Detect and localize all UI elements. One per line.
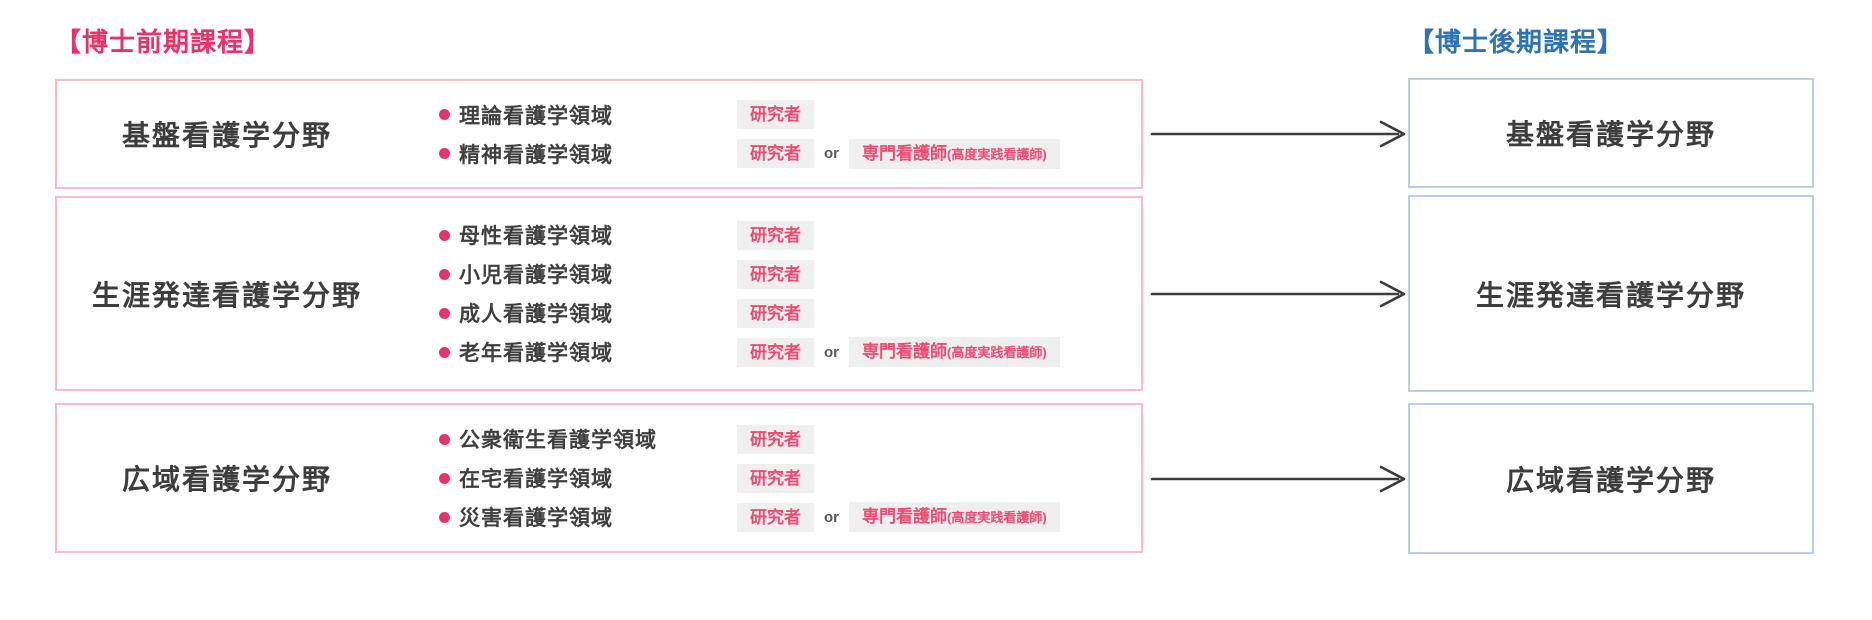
or-label: or — [824, 508, 839, 526]
doctoral-field-box-lifespan: 生涯発達看護学分野 — [1408, 195, 1814, 392]
research-area-label: 成人看護学領域 — [459, 303, 613, 326]
researcher-badge: 研究者 — [737, 337, 814, 367]
bullet-dot-icon — [439, 229, 450, 241]
researcher-badge: 研究者 — [737, 424, 814, 454]
research-area-item: 精神看護学領域 研究者 or 専門看護師(高度実践看護師) — [439, 138, 1060, 169]
masters-field-box-community: 広域看護学分野 公衆衛生看護学領域 研究者 在宅看護学領域 研究者 災害看護学領… — [55, 403, 1143, 553]
researcher-badge: 研究者 — [737, 502, 814, 532]
bullet-dot-icon — [439, 307, 450, 319]
cns-badge-main: 専門看護師 — [862, 342, 947, 361]
flow-arrow-icon — [1150, 280, 1406, 308]
masters-field-box-lifespan: 生涯発達看護学分野 母性看護学領域 研究者 小児看護学領域 研究者 成人看護学領… — [55, 196, 1143, 391]
researcher-badge: 研究者 — [737, 139, 814, 168]
cns-badge: 専門看護師(高度実践看護師) — [849, 138, 1060, 169]
doctoral-field-box-foundation: 基盤看護学分野 — [1408, 78, 1814, 188]
cns-badge-sub: (高度実践看護師) — [947, 146, 1047, 162]
researcher-badge: 研究者 — [737, 259, 814, 289]
doctoral-field-box-community: 広域看護学分野 — [1408, 403, 1814, 554]
doctoral-program-heading: 【博士後期課程】 — [1408, 27, 1625, 57]
research-area-list: 母性看護学領域 研究者 小児看護学領域 研究者 成人看護学領域 研究者 老年看護… — [439, 220, 1060, 367]
field-name: 生涯発達看護学分野 — [91, 279, 362, 311]
bullet-dot-icon — [439, 268, 450, 280]
research-area-item: 母性看護学領域 研究者 — [439, 220, 1060, 250]
research-area-label: 小児看護学領域 — [459, 264, 613, 287]
research-area-list: 理論看護学領域 研究者 精神看護学領域 研究者 or 専門看護師(高度実践看護師… — [439, 100, 1060, 169]
bullet-dot-icon — [439, 433, 450, 445]
researcher-badge: 研究者 — [737, 100, 814, 129]
research-area-label: 精神看護学領域 — [459, 143, 613, 167]
masters-program-heading: 【博士前期課程】 — [55, 27, 272, 57]
field-name: 基盤看護学分野 — [1505, 119, 1716, 150]
research-area-label: 在宅看護学領域 — [459, 468, 613, 491]
research-area-list: 公衆衛生看護学領域 研究者 在宅看護学領域 研究者 災害看護学領域 研究者 or… — [439, 424, 1060, 532]
cns-badge: 専門看護師(高度実践看護師) — [849, 337, 1060, 367]
cns-badge-main: 専門看護師 — [862, 143, 947, 163]
flow-arrow-icon — [1150, 120, 1406, 148]
research-area-label: 母性看護学領域 — [459, 225, 613, 248]
cns-badge-sub: (高度実践看護師) — [947, 345, 1047, 360]
cns-badge: 専門看護師(高度実践看護師) — [849, 502, 1060, 532]
bullet-dot-icon — [439, 346, 450, 358]
research-area-item: 在宅看護学領域 研究者 — [439, 463, 1060, 493]
research-area-item: 小児看護学領域 研究者 — [439, 259, 1060, 289]
research-area-item: 老年看護学領域 研究者 or 専門看護師(高度実践看護師) — [439, 337, 1060, 367]
researcher-badge: 研究者 — [737, 463, 814, 493]
cns-badge-sub: (高度実践看護師) — [947, 510, 1047, 525]
researcher-badge: 研究者 — [737, 298, 814, 328]
research-area-item: 理論看護学領域 研究者 — [439, 100, 1060, 130]
flow-arrow-icon — [1150, 465, 1406, 493]
research-area-label: 公衆衛生看護学領域 — [459, 429, 657, 452]
bullet-dot-icon — [439, 109, 450, 120]
research-area-label: 老年看護学領域 — [459, 342, 613, 365]
field-name: 広域看護学分野 — [1505, 464, 1716, 496]
research-area-label: 災害看護学領域 — [459, 507, 613, 530]
research-area-item: 公衆衛生看護学領域 研究者 — [439, 424, 1060, 454]
researcher-badge: 研究者 — [737, 220, 814, 250]
field-name: 生涯発達看護学分野 — [1475, 279, 1746, 311]
research-area-label: 理論看護学領域 — [459, 104, 613, 128]
masters-field-box-foundation: 基盤看護学分野 理論看護学領域 研究者 精神看護学領域 研究者 or 専門看護師… — [55, 79, 1143, 189]
research-area-item: 成人看護学領域 研究者 — [439, 298, 1060, 328]
or-label: or — [824, 145, 839, 162]
cns-badge-main: 専門看護師 — [862, 507, 947, 526]
bullet-dot-icon — [439, 472, 450, 484]
field-name: 広域看護学分野 — [121, 464, 332, 495]
bullet-dot-icon — [439, 148, 450, 159]
or-label: or — [824, 343, 839, 361]
field-name: 基盤看護学分野 — [121, 120, 332, 151]
bullet-dot-icon — [439, 511, 450, 523]
research-area-item: 災害看護学領域 研究者 or 専門看護師(高度実践看護師) — [439, 502, 1060, 532]
